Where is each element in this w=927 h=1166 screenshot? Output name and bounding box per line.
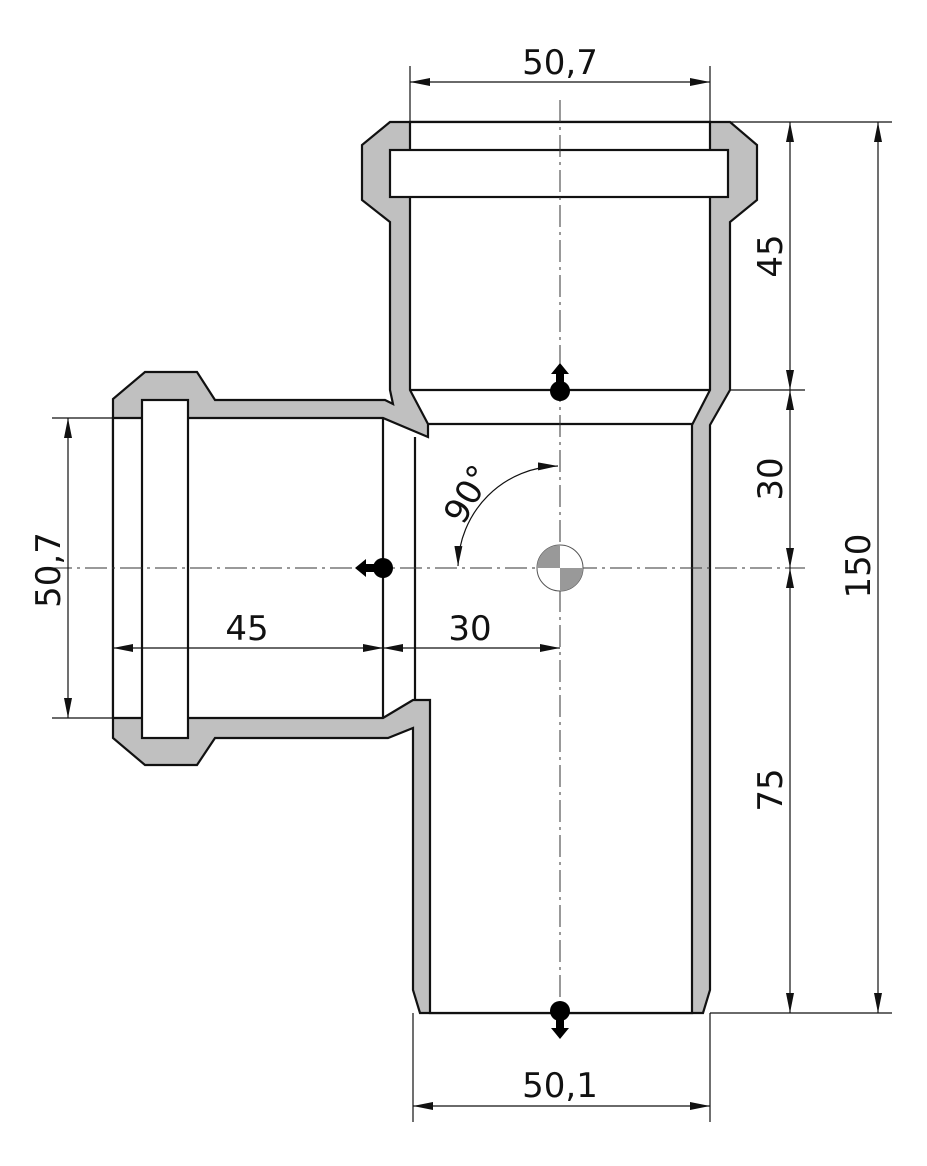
dim-label: 75: [751, 768, 791, 811]
dim-bottom-diameter: 50,1: [412, 1013, 711, 1122]
dim-label: 50,7: [522, 43, 598, 83]
insertion-point-bottom-icon: [550, 1001, 570, 1039]
dim-label: 45: [225, 609, 268, 649]
center-mark-icon: [536, 544, 584, 592]
dim-label: 50,1: [522, 1066, 598, 1106]
dim-label: 150: [839, 534, 879, 599]
top-seal-groove: [388, 148, 730, 199]
dim-right-chain: 45 30 75 150: [710, 121, 892, 1014]
dim-label: 30: [448, 609, 491, 649]
insertion-point-top-icon: [550, 363, 570, 401]
dim-label: 30: [751, 457, 791, 500]
dim-side-lengths: 45 30: [113, 609, 560, 652]
insertion-point-side-icon: [355, 558, 393, 578]
dim-label: 45: [751, 234, 791, 277]
dim-side-diameter: 50,7: [29, 417, 113, 719]
side-seal-groove: [140, 398, 190, 740]
dim-label: 50,7: [29, 532, 69, 608]
dim-top-diameter: 50,7: [409, 43, 711, 122]
